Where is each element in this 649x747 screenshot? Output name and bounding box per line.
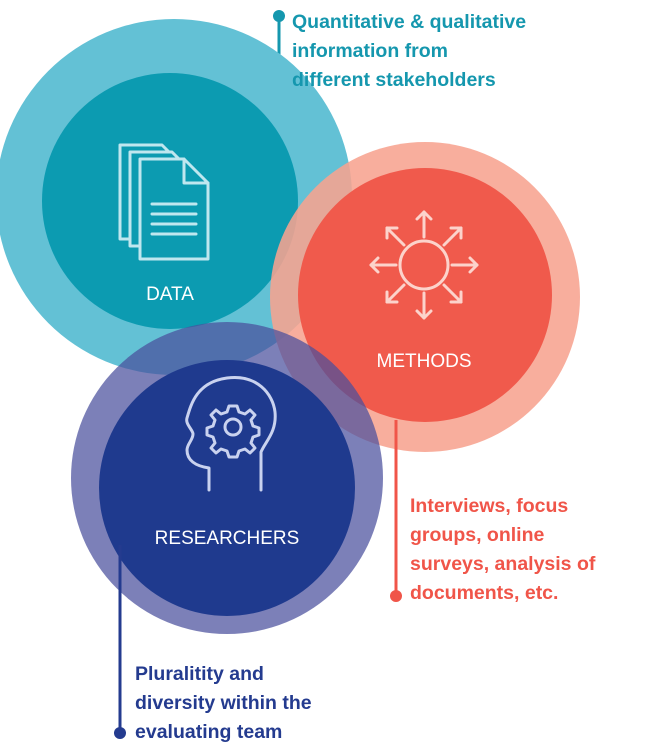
- callout-line: documents, etc.: [410, 582, 559, 604]
- researchers-label: RESEARCHERS: [155, 528, 300, 549]
- callout-line: groups, online: [410, 524, 545, 546]
- methods-label: METHODS: [377, 351, 472, 372]
- callout-line: surveys, analysis of: [410, 553, 596, 575]
- documents-icon: [118, 143, 210, 261]
- head-gear-icon: [185, 376, 277, 492]
- researchers-circle: [71, 322, 383, 634]
- researchers-connector-dot: [114, 727, 126, 739]
- data-connector-dot: [273, 10, 285, 22]
- callout-line: Pluralitity and: [135, 663, 264, 685]
- sun-arrows-icon: [369, 210, 479, 320]
- callout-line: Interviews, focus: [410, 495, 569, 517]
- data-callout-text: Quantitative & qualitative information f…: [292, 8, 526, 95]
- callout-line: diversity within the: [135, 692, 312, 714]
- data-label: DATA: [146, 284, 194, 305]
- methods-connector-dot: [390, 590, 402, 602]
- researchers-circle-inner: [99, 360, 355, 616]
- callout-line: evaluating team: [135, 721, 283, 743]
- callout-line: Quantitative & qualitative: [292, 11, 527, 33]
- researchers-callout-text: Pluralitity and diversity within the eva…: [135, 660, 312, 747]
- methods-callout-text: Interviews, focus groups, online surveys…: [410, 492, 595, 608]
- callout-line: different stakeholders: [292, 69, 496, 91]
- callout-line: information from: [292, 40, 448, 62]
